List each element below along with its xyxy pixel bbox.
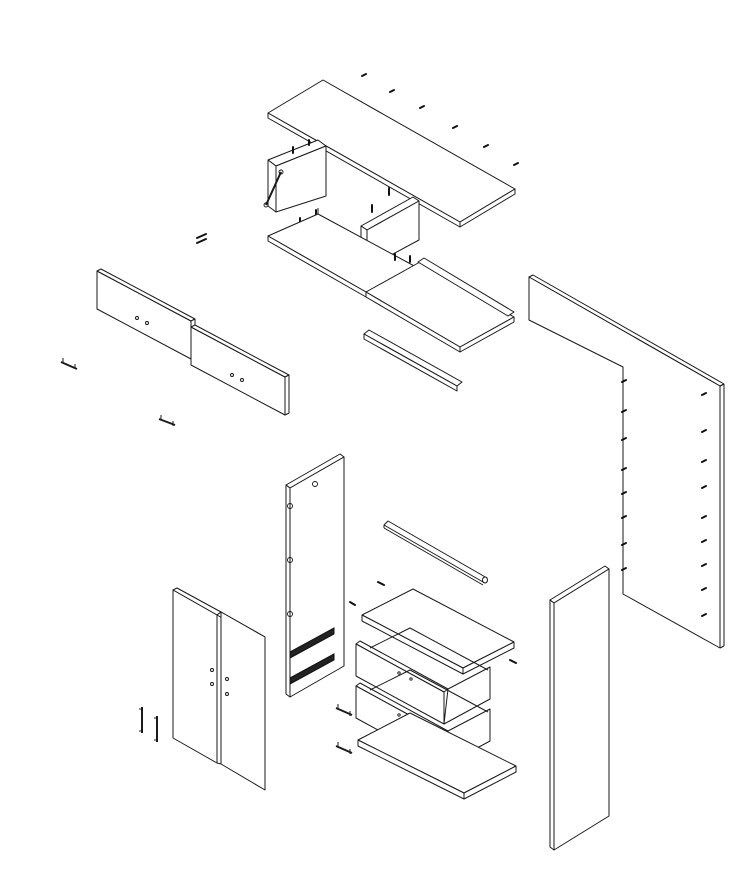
hutch-left-side: [263, 139, 327, 213]
left-side-panel: [285, 453, 345, 698]
top-shelf-dowels: [361, 73, 519, 166]
back-panel-screws: [621, 379, 707, 617]
hutch-rail: [363, 329, 463, 392]
lower-door-right: [216, 611, 266, 791]
drawer-runners: [289, 627, 335, 685]
loose-screws: [349, 581, 517, 664]
drawer-bottom-board: [357, 712, 517, 800]
right-side-panel: [549, 565, 610, 851]
upper-door-right: [190, 324, 290, 416]
drawer-top-board: [361, 588, 515, 675]
lower-door-handles: [139, 707, 158, 742]
hutch-sliding-panel: [365, 253, 515, 353]
upper-door-left: [96, 268, 196, 360]
lower-door-left: [172, 587, 222, 764]
drawer-handles: [335, 704, 353, 754]
hinge-clips: [196, 233, 207, 244]
drawer-upper: [355, 627, 491, 725]
hanging-rod: [383, 520, 488, 586]
upper-door-handles: [60, 358, 176, 426]
back-panel: [528, 274, 725, 649]
